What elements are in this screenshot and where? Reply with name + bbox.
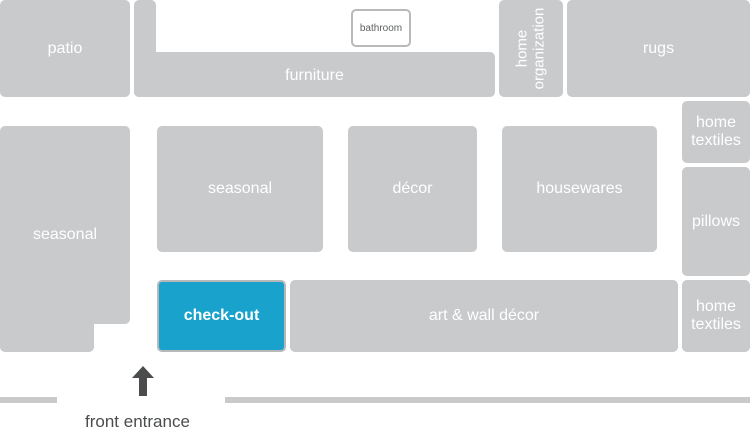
section-bathroom[interactable]: bathroom [351,9,411,47]
section-patio[interactable]: patio [0,0,130,97]
section-pillows[interactable]: pillows [682,167,750,276]
wall-left [0,397,57,403]
section-patio-label: patio [47,39,83,57]
section-decor[interactable]: décor [348,126,477,252]
section-checkout-label: check-out [183,307,260,325]
section-pillows-label: pillows [691,212,740,230]
section-seasonal-left[interactable]: seasonal [0,126,130,324]
wall-right [225,397,750,403]
section-home-textiles-top[interactable]: home textiles [682,101,750,163]
section-housewares[interactable]: housewares [502,126,657,252]
section-home-organization-label: home organization [513,7,548,90]
section-seasonal-left-lower[interactable] [0,300,94,352]
section-seasonal-center-label: seasonal [207,180,273,198]
section-art-wall-decor[interactable]: art & wall décor [290,280,678,352]
section-checkout[interactable]: check-out [157,280,286,352]
section-seasonal-left-label: seasonal [32,226,98,244]
section-furniture[interactable]: furniture [134,52,495,97]
section-furniture-label: furniture [285,66,344,84]
entrance-arrow-icon [132,366,154,396]
section-decor-label: décor [392,180,433,198]
front-entrance-label: front entrance [85,412,190,431]
section-seasonal-center[interactable]: seasonal [157,126,323,252]
section-art-wall-decor-label: art & wall décor [428,307,540,325]
section-home-textiles-bottom[interactable]: home textiles [682,280,750,352]
section-rugs-label: rugs [642,39,675,57]
section-bathroom-label: bathroom [359,22,403,34]
section-rugs[interactable]: rugs [567,0,750,97]
section-housewares-label: housewares [536,180,623,198]
section-home-organization[interactable]: home organization [499,0,563,97]
